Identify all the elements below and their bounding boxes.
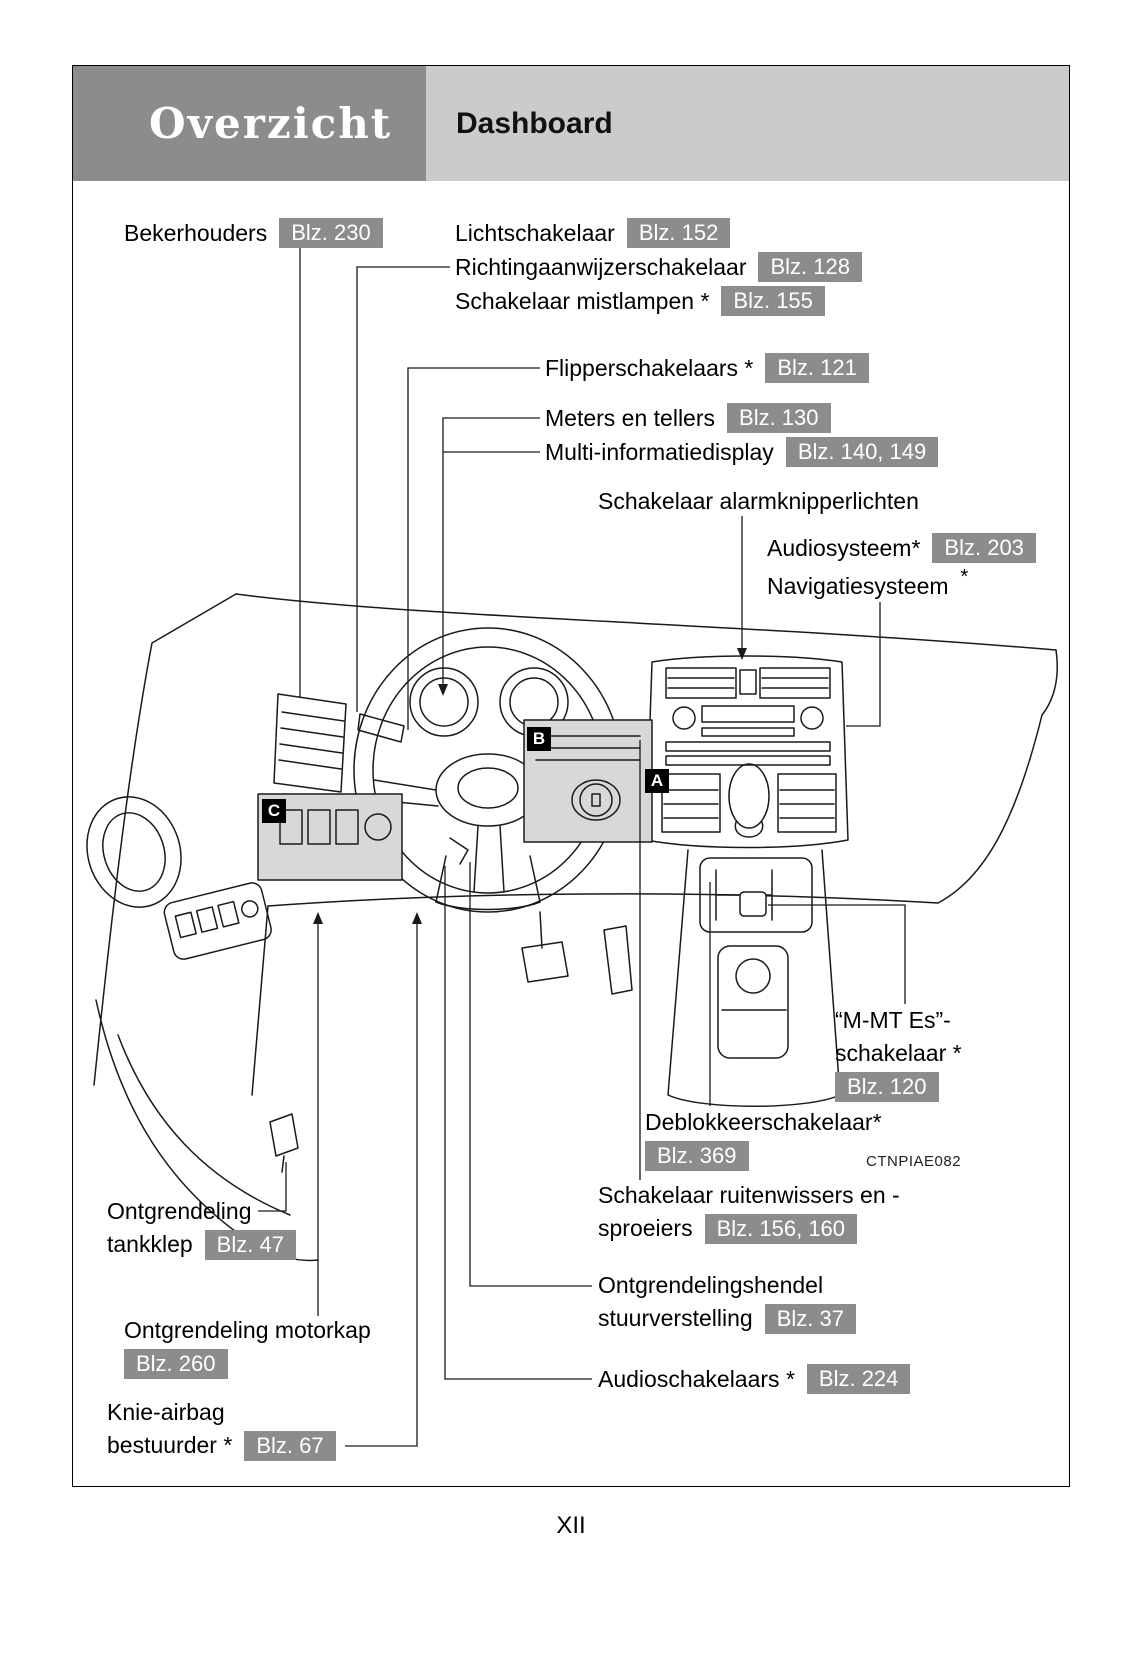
page-ref-badge: Blz. 156, 160 (704, 1213, 858, 1244)
page-ref-badge: Blz. 203 (932, 533, 1036, 563)
label-stuurverstelling: Ontgrendelingshendel stuurverstelling Bl… (598, 1269, 856, 1335)
label-text: stuurverstelling (598, 1305, 753, 1331)
figure-code: CTNPIAE082 (866, 1153, 962, 1170)
label-meters: Meters en tellers Blz. 130 (545, 403, 831, 433)
label-navigatiesysteem: Navigatiesysteem * (767, 566, 968, 601)
label-richtingaanwijzer: Richtingaanwijzerschakelaar Blz. 128 (455, 252, 862, 282)
label-knie-airbag: Knie-airbag bestuurder * Blz. 67 (107, 1396, 336, 1462)
page-ref-badge: Blz. 230 (279, 218, 383, 248)
label-mmt-es-schakelaar: “M-MT Es”- schakelaar * Blz. 120 (835, 1004, 962, 1103)
label-ruitenwissers: Schakelaar ruitenwissers en - sproeiers … (598, 1179, 900, 1245)
page-ref-badge: Blz. 67 (244, 1430, 336, 1461)
section-title: Overzicht (149, 99, 393, 148)
page-ref-badge: Blz. 155 (721, 286, 825, 316)
label-text: Richtingaanwijzerschakelaar (455, 253, 747, 280)
page-ref-badge: Blz. 140, 149 (785, 437, 939, 467)
page-number: XII (556, 1512, 586, 1539)
page-ref-badge: Blz. 224 (806, 1364, 911, 1394)
chapter-title: Dashboard (456, 106, 613, 140)
label-mistlampen: Schakelaar mistlampen * Blz. 155 (455, 286, 825, 316)
label-text: Bekerhouders (124, 219, 268, 246)
region-marker-b: B (527, 727, 551, 751)
label-lichtschakelaar: Lichtschakelaar Blz. 152 (455, 218, 731, 248)
label-alarmknipperlichten: Schakelaar alarmknipperlichten (598, 486, 919, 516)
chapter-header: Dashboard (426, 66, 1069, 181)
label-text: tankklep (107, 1231, 193, 1257)
region-marker-c: C (262, 799, 286, 823)
label-text: Deblokkeerschakelaar* (645, 1109, 882, 1135)
label-text: schakelaar * (835, 1040, 962, 1066)
label-text: Meters en tellers (545, 404, 716, 431)
page-ref-badge: Blz. 152 (626, 218, 731, 248)
label-text: Lichtschakelaar (455, 219, 615, 246)
label-audioschakelaars: Audioschakelaars * Blz. 224 (598, 1364, 911, 1394)
label-text: sproeiers (598, 1215, 693, 1241)
label-text: “M-MT Es”- (835, 1007, 951, 1033)
label-text: Navigatiesysteem (767, 572, 949, 599)
page-ref-badge: Blz. 130 (727, 403, 831, 433)
label-flipperschakelaars: Flipperschakelaars * Blz. 121 (545, 353, 869, 383)
label-text: Ontgrendelingshendel (598, 1272, 824, 1298)
page-ref-badge: Blz. 37 (764, 1303, 856, 1334)
page-ref-badge: Blz. 120 (835, 1071, 939, 1102)
label-text: Schakelaar alarmknipperlichten (598, 487, 919, 514)
label-deblokkeerschakelaar: Deblokkeerschakelaar* Blz. 369 (645, 1106, 882, 1172)
page-ref-badge: Blz. 121 (765, 353, 869, 383)
page-ref-badge: Blz. 260 (124, 1348, 228, 1379)
page-ref-badge: Blz. 128 (758, 252, 862, 282)
region-marker-a: A (645, 769, 669, 793)
label-text: Ontgrendeling (107, 1198, 252, 1224)
label-text: bestuurder * (107, 1432, 233, 1458)
label-text: Knie-airbag (107, 1399, 225, 1425)
label-text: Schakelaar mistlampen * (455, 287, 710, 314)
label-text: Multi-informatiedisplay (545, 438, 774, 465)
label-audiosysteem: Audiosysteem* Blz. 203 (767, 533, 1036, 563)
label-text: Ontgrendeling motorkap (124, 1317, 371, 1343)
asterisk-superscript: * (960, 565, 969, 588)
label-multi-informatiedisplay: Multi-informatiedisplay Blz. 140, 149 (545, 437, 939, 467)
section-header: Overzicht (73, 66, 426, 181)
page-ref-badge: Blz. 369 (645, 1140, 749, 1171)
label-text: Audioschakelaars * (598, 1365, 795, 1392)
label-text: Flipperschakelaars * (545, 354, 754, 381)
label-text: Audiosysteem* (767, 534, 921, 561)
page-ref-badge: Blz. 47 (204, 1229, 296, 1260)
label-tankklep: Ontgrendeling tankklep Blz. 47 (107, 1195, 296, 1261)
label-motorkap: Ontgrendeling motorkap Blz. 260 (124, 1314, 371, 1380)
label-text: Schakelaar ruitenwissers en - (598, 1182, 900, 1208)
label-bekerhouders: Bekerhouders Blz. 230 (124, 218, 383, 248)
